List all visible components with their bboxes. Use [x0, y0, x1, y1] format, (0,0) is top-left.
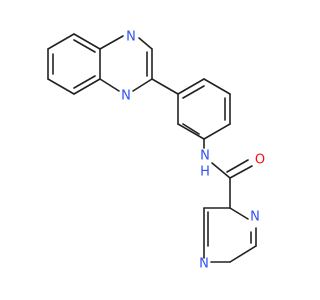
- atom-label-amide-nitrogen: N: [200, 149, 210, 164]
- atom-label-quinoxaline-n4: N: [121, 89, 131, 104]
- atom-label-amide-hydrogen: H: [200, 165, 210, 180]
- bond-2: [73, 78, 101, 95]
- bond-9: [99, 35, 124, 50]
- molecule-structure: N N N H O N N: [47, 30, 265, 272]
- bond-28: [226, 159, 249, 173]
- bond-layer: [47, 33, 257, 263]
- atom-label-pyrazine-n4: N: [199, 257, 209, 272]
- atom-label-pyrazine-n1: N: [250, 210, 260, 225]
- molecule-canvas: N N N H O N N: [47, 30, 265, 272]
- atom-labels: N N N H O N N: [121, 30, 265, 272]
- bond-12: [132, 78, 153, 92]
- bond-4: [73, 33, 101, 50]
- bond-20: [177, 123, 205, 140]
- bond-10: [138, 37, 153, 50]
- bond-30: [229, 207, 249, 220]
- bond-16: [177, 78, 205, 95]
- bond-26: [211, 162, 231, 179]
- bond-13: [99, 78, 120, 92]
- bond-8: [73, 39, 96, 53]
- bond-15: [151, 78, 179, 95]
- bond-27: [229, 165, 253, 179]
- bond-32: [229, 245, 257, 263]
- bond-5: [47, 33, 75, 50]
- bond-17: [203, 78, 231, 95]
- bond-22: [182, 85, 205, 99]
- bond-7: [73, 75, 96, 89]
- bond-1: [47, 78, 75, 95]
- bond-19: [203, 123, 231, 140]
- atom-label-quinoxaline-n1: N: [126, 30, 136, 45]
- atom-label-carbonyl-oxygen: O: [255, 153, 265, 168]
- bond-24: [182, 123, 200, 135]
